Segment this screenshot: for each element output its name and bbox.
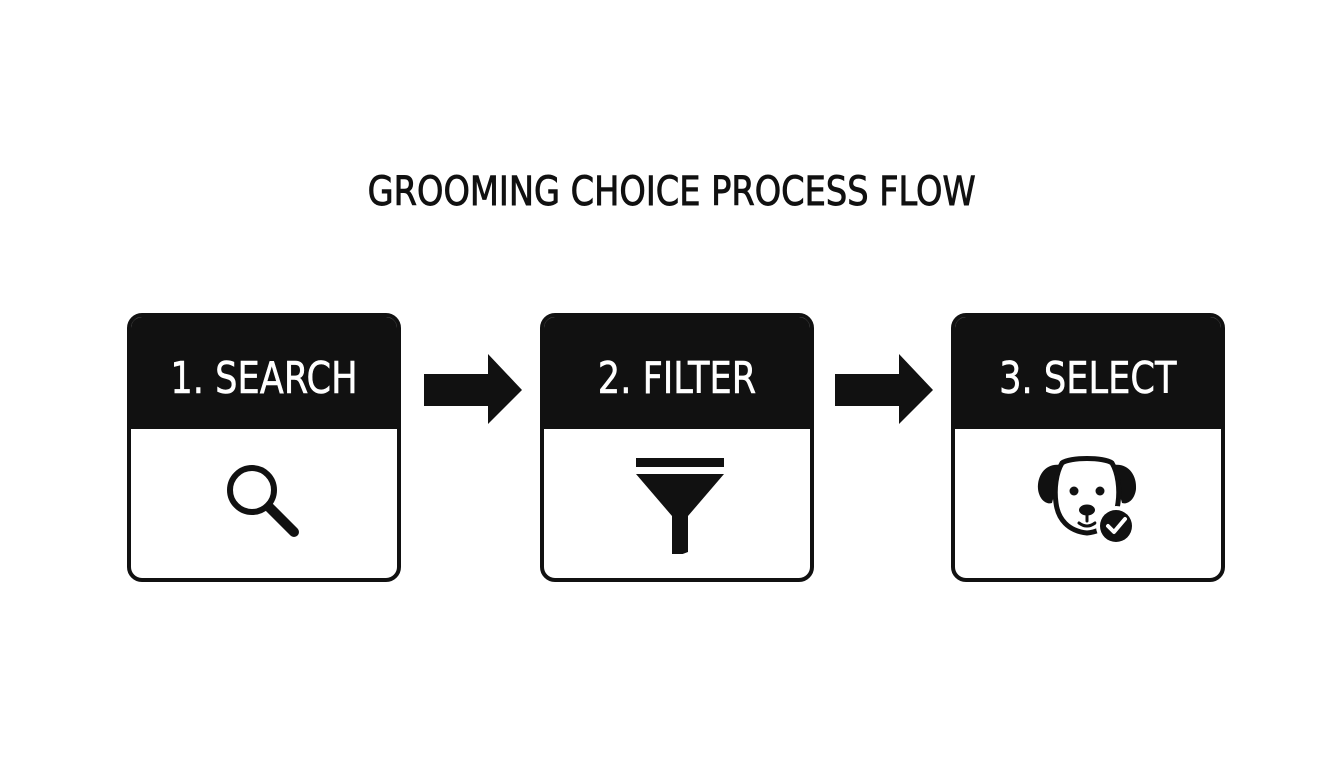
step-header-search: 1. SEARCH xyxy=(131,317,397,429)
diagram-title: GROOMING CHOICE PROCESS FLOW xyxy=(367,169,976,216)
magnifying-glass-icon xyxy=(227,465,299,537)
step-header-select: 3. SELECT xyxy=(955,317,1221,429)
step-body-filter xyxy=(544,429,810,578)
right-arrow-icon xyxy=(424,354,522,424)
step-body-select xyxy=(955,429,1221,578)
step-body-search xyxy=(131,429,397,578)
dog-with-checkmark-icon xyxy=(1037,456,1137,546)
step-label-select: 3. SELECT xyxy=(999,353,1177,404)
right-arrow-icon xyxy=(835,354,933,424)
step-card-select: 3. SELECT xyxy=(951,313,1225,582)
funnel-icon xyxy=(636,458,724,554)
step-label-search: 1. SEARCH xyxy=(170,353,358,404)
step-header-filter: 2. FILTER xyxy=(544,317,810,429)
step-label-filter: 2. FILTER xyxy=(597,353,757,404)
step-card-search: 1. SEARCH xyxy=(127,313,401,582)
step-card-filter: 2. FILTER xyxy=(540,313,814,582)
